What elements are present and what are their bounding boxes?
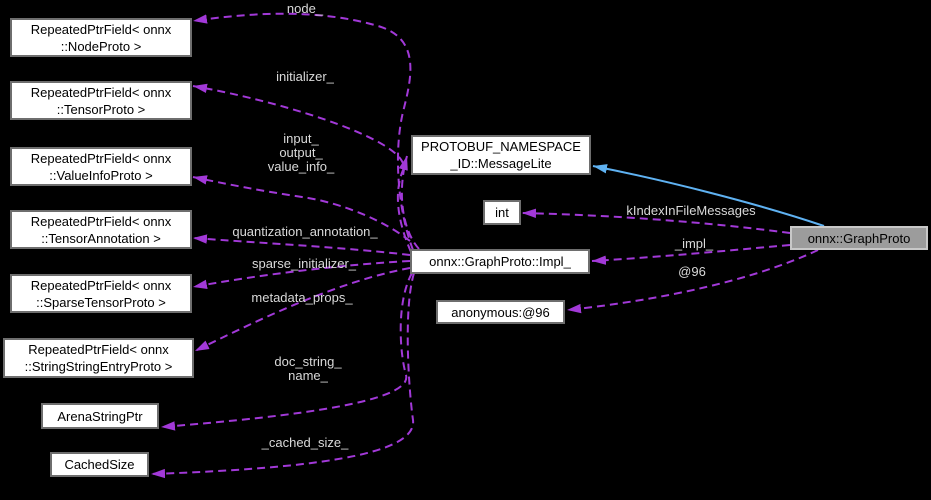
edge-label-doc-string-name: doc_string_ name_ xyxy=(274,355,341,383)
node-label: RepeatedPtrField< onnx xyxy=(30,277,172,293)
node-label: int xyxy=(495,205,509,220)
node-label: PROTOBUF_NAMESPACE xyxy=(421,139,581,154)
node-graphproto-main: onnx::GraphProto xyxy=(790,226,928,250)
node-label: anonymous:@96 xyxy=(451,304,550,320)
node-label: ArenaStringPtr xyxy=(57,408,143,424)
node-repeatedptrfield-tensorproto[interactable]: RepeatedPtrField< onnx ::TensorProto > xyxy=(10,81,192,120)
edge-label-cached-size: _cached_size_ xyxy=(261,435,349,450)
node-label: RepeatedPtrField< onnx xyxy=(30,21,172,37)
edge-k-index-in-file-messages xyxy=(521,208,791,234)
node-repeatedptrfield-stringstringentryproto[interactable]: RepeatedPtrField< onnx ::StringStringEnt… xyxy=(3,338,194,378)
edge-label-line: name_ xyxy=(288,368,328,383)
edge-label-line: value_info_ xyxy=(267,159,335,174)
edge-label-line: doc_string_ xyxy=(274,354,342,369)
edge-label-node: node_ xyxy=(286,1,324,16)
node-label: RepeatedPtrField< onnx xyxy=(30,213,172,229)
edge-quantization-annotation xyxy=(192,234,411,256)
node-label: ::ValueInfoProto > xyxy=(49,167,153,183)
edge-label-line: output_ xyxy=(279,145,323,160)
node-label: CachedSize xyxy=(64,457,135,472)
edge-metadata-props xyxy=(194,267,411,352)
edge-impl xyxy=(591,244,791,265)
edge-doc-string-name xyxy=(160,272,413,431)
node-repeatedptrfield-sparsetensorproto[interactable]: RepeatedPtrField< onnx ::SparseTensorPro… xyxy=(10,274,192,313)
node-repeatedptrfield-valueinfoproto[interactable]: RepeatedPtrField< onnx ::ValueInfoProto … xyxy=(10,147,192,186)
node-protobuf-messagelite[interactable]: PROTOBUF_NAMESPACE _ID::MessageLite xyxy=(411,135,591,175)
edge-node xyxy=(192,12,414,251)
edge-label-metadata-props: metadata_props_ xyxy=(251,290,353,305)
node-label: ::TensorProto > xyxy=(56,101,146,117)
node-label: RepeatedPtrField< onnx xyxy=(30,150,172,166)
edge-input-output-value-info xyxy=(192,175,411,242)
node-label: RepeatedPtrField< onnx xyxy=(28,342,169,357)
edge-at96 xyxy=(566,249,819,314)
node-repeatedptrfield-tensorannotation[interactable]: RepeatedPtrField< onnx ::TensorAnnotatio… xyxy=(10,210,192,249)
edge-cached-size xyxy=(150,272,415,479)
node-cachedsize[interactable]: CachedSize xyxy=(50,452,149,477)
node-label: _ID::MessageLite xyxy=(450,156,552,171)
node-int[interactable]: int xyxy=(483,200,521,225)
node-label: ::SparseTensorProto > xyxy=(36,294,166,310)
edge-label-initializer: initializer_ xyxy=(276,69,334,84)
edge-label-at96: @96 xyxy=(678,264,706,279)
node-anonymous-96[interactable]: anonymous:@96 xyxy=(436,300,565,324)
node-label: ::TensorAnnotation > xyxy=(41,230,161,246)
node-arenastringptr[interactable]: ArenaStringPtr xyxy=(41,403,159,429)
edge-label-line: input_ xyxy=(283,131,319,146)
edge-label-quantization-annotation: quantization_annotation_ xyxy=(232,224,378,239)
edge-label-sparse-initializer: sparse_initializer_ xyxy=(251,256,357,271)
node-label: ::StringStringEntryProto > xyxy=(24,359,173,374)
node-graphproto-impl[interactable]: onnx::GraphProto::Impl_ xyxy=(410,249,590,274)
edge-label-impl: _impl_ xyxy=(674,236,714,251)
edge-sparse-initializer xyxy=(192,260,411,290)
node-label: ::NodeProto > xyxy=(60,38,142,54)
node-label: onnx::GraphProto xyxy=(807,230,911,246)
node-label: RepeatedPtrField< onnx xyxy=(30,84,172,100)
edge-label-k-index-in-file-messages: kIndexInFileMessages xyxy=(626,203,756,218)
node-label: onnx::GraphProto::Impl_ xyxy=(429,254,571,269)
node-repeatedptrfield-nodeproto[interactable]: RepeatedPtrField< onnx ::NodeProto > xyxy=(10,18,192,57)
edge-impl-to-messagelite xyxy=(398,155,420,250)
edge-label-input-output-value-info: input_ output_ value_info_ xyxy=(268,132,335,174)
edge-inheritance xyxy=(592,164,825,227)
